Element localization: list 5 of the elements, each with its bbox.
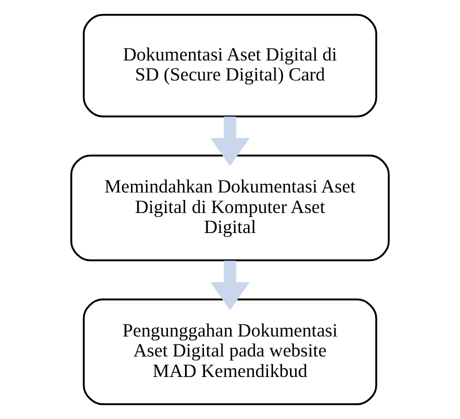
node-box: Memindahkan Dokumentasi Aset Digital di Komputer Aset Digital bbox=[70, 154, 390, 262]
arrow bbox=[210, 260, 250, 310]
node-box: Dokumentasi Aset Digital di SD (Secure Digital) Card bbox=[82, 14, 378, 118]
arrow bbox=[210, 116, 250, 166]
node-box: Pengunggahan Dokumentasi Aset Digital pada website MAD Kemendikbud bbox=[82, 298, 378, 406]
